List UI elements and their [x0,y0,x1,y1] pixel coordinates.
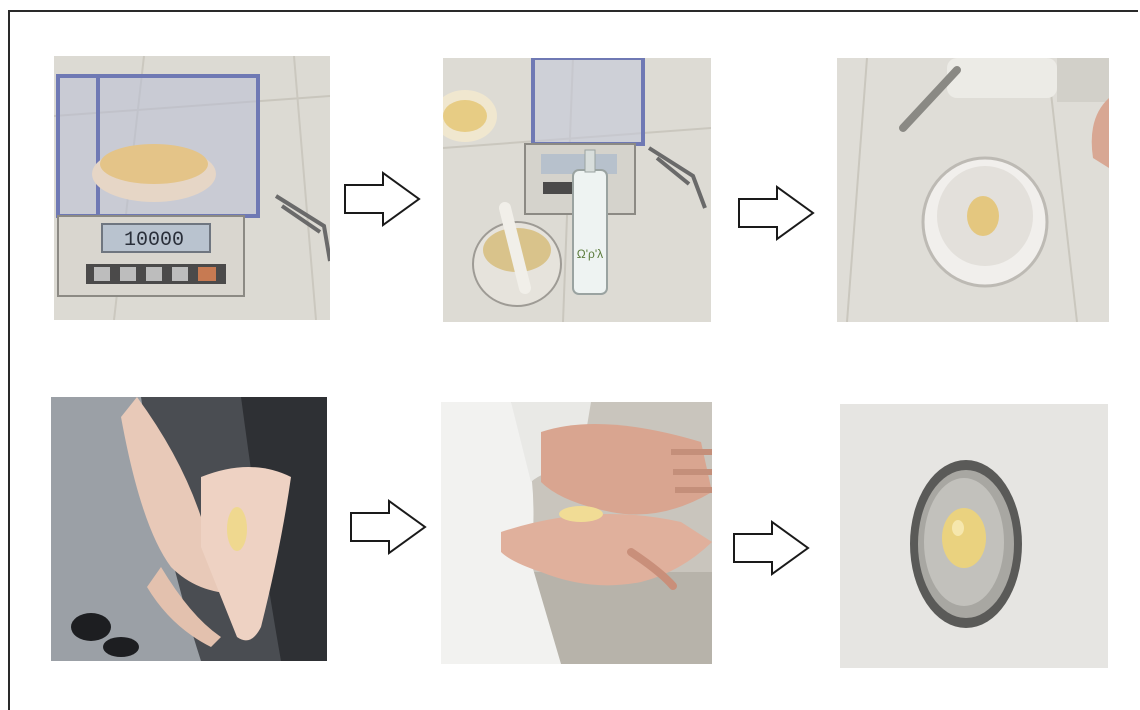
hands-washing-dough-icon [51,397,327,661]
scale-weighing-icon: 10000 [54,56,330,320]
mortar-and-water-icon: Ω'ρ'λ [443,58,711,322]
dough-in-bowl-photo [837,58,1109,322]
arrow-step4-to-step5 [349,499,429,555]
mortar-and-water-photo: Ω'ρ'λ [443,58,711,322]
scale-weighing-photo: 10000 [54,56,330,320]
arrow-right-outline-icon [349,499,429,555]
bottle-label: Ω'ρ'λ [577,247,603,261]
arrow-right-outline-icon [737,185,817,241]
arrow-step5-to-step6 [732,520,812,576]
scale-display-reading: 10000 [124,229,184,252]
arrow-step1-to-step2 [343,171,423,227]
arrow-right-outline-icon [732,520,812,576]
hands-washing-dough-photo [51,397,327,661]
dough-on-plate-photo [840,404,1108,668]
hands-kneading-dough-photo [441,402,712,664]
hands-kneading-dough-icon [441,402,712,664]
dough-in-bowl-icon [837,58,1109,322]
dough-on-plate-icon [840,404,1108,668]
arrow-right-outline-icon [343,171,423,227]
arrow-step2-to-step3 [737,185,817,241]
